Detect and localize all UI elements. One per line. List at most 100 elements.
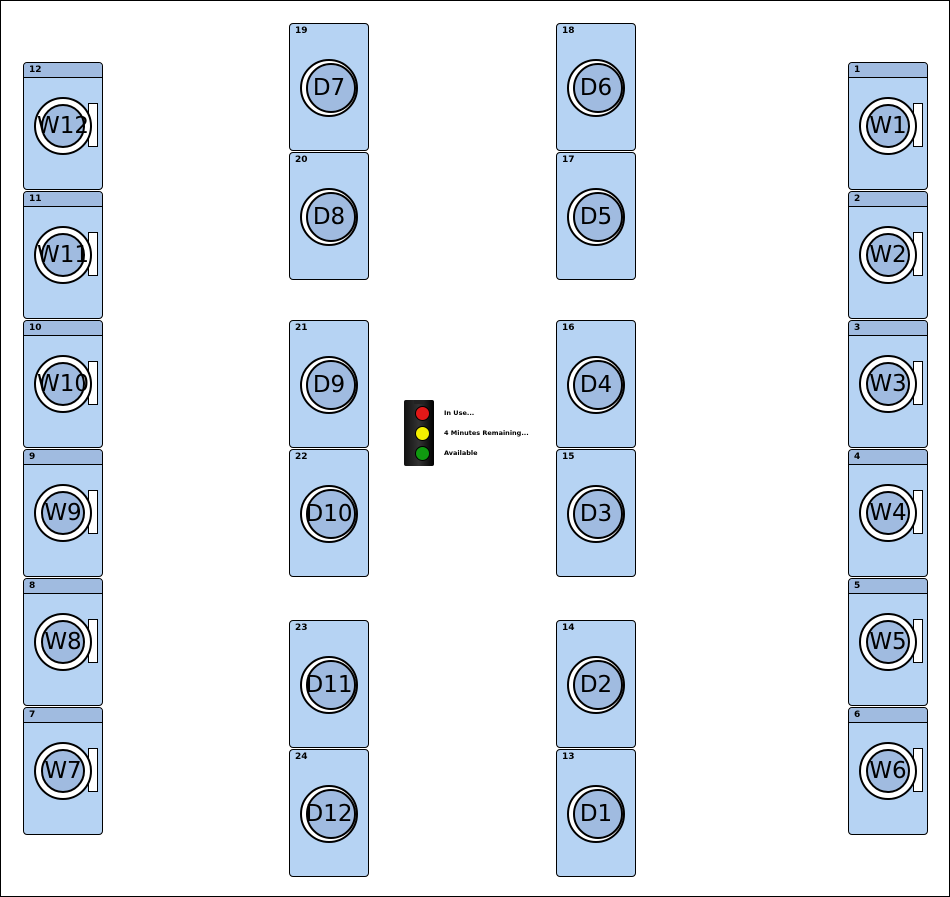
machine-number: 5 xyxy=(854,581,861,591)
washer-4[interactable]: 4 W4 xyxy=(848,449,928,577)
washer-8[interactable]: 8 W8 xyxy=(23,578,103,706)
dryer-12[interactable]: 24 D12 xyxy=(289,749,369,877)
machine-number: 6 xyxy=(854,710,861,720)
washer-3[interactable]: 3 W3 xyxy=(848,320,928,448)
washer-door-icon: W9 xyxy=(34,484,92,542)
machine-label: D1 xyxy=(579,801,613,827)
machine-number: 2 xyxy=(854,194,861,204)
machine-number: 3 xyxy=(854,323,861,333)
machine-label: D3 xyxy=(579,501,613,527)
washer-door-icon: W10 xyxy=(34,355,92,413)
dryer-5[interactable]: 17 D5 xyxy=(556,152,636,280)
machine-label: W11 xyxy=(36,242,89,268)
machine-number: 9 xyxy=(29,452,36,462)
machine-number: 11 xyxy=(29,194,42,204)
washer-11[interactable]: 11 W11 xyxy=(23,191,103,319)
washer-door-icon: W1 xyxy=(859,97,917,155)
washer-top-panel xyxy=(24,192,102,207)
machine-label: D11 xyxy=(305,672,353,698)
dryer-door-icon: D6 xyxy=(567,59,625,117)
machine-label: W6 xyxy=(869,758,907,784)
machine-label: D6 xyxy=(579,75,613,101)
machine-label: D10 xyxy=(305,501,353,527)
dryer-7[interactable]: 19 D7 xyxy=(289,23,369,151)
legend-in-use: In Use... xyxy=(444,409,475,417)
dryer-door-icon: D12 xyxy=(300,785,358,843)
machine-label: W8 xyxy=(44,629,82,655)
dryer-6[interactable]: 18 D6 xyxy=(556,23,636,151)
machine-label: W7 xyxy=(44,758,82,784)
dryer-4[interactable]: 16 D4 xyxy=(556,320,636,448)
machine-label: W5 xyxy=(869,629,907,655)
machine-label: W9 xyxy=(44,500,82,526)
machine-label: W10 xyxy=(36,371,89,397)
machine-label: D12 xyxy=(305,801,353,827)
dryer-8[interactable]: 20 D8 xyxy=(289,152,369,280)
dryer-door-icon: D10 xyxy=(300,485,358,543)
machine-number: 8 xyxy=(29,581,36,591)
washer-door-icon: W3 xyxy=(859,355,917,413)
dryer-door-icon: D9 xyxy=(300,356,358,414)
dryer-3[interactable]: 15 D3 xyxy=(556,449,636,577)
dryer-door-icon: D3 xyxy=(567,485,625,543)
washer-top-panel xyxy=(849,450,927,465)
traffic-light-icon xyxy=(404,400,434,466)
machine-number: 10 xyxy=(29,323,42,333)
washer-top-panel xyxy=(24,63,102,78)
washer-top-panel xyxy=(24,708,102,723)
washer-door-icon: W6 xyxy=(859,742,917,800)
washer-2[interactable]: 2 W2 xyxy=(848,191,928,319)
dryer-door-icon: D5 xyxy=(567,188,625,246)
washer-top-panel xyxy=(849,579,927,594)
machine-number: 14 xyxy=(562,623,575,633)
dryer-door-icon: D11 xyxy=(300,656,358,714)
washer-12[interactable]: 12 W12 xyxy=(23,62,103,190)
red-light-icon xyxy=(415,406,430,421)
dryer-door-icon: D1 xyxy=(567,785,625,843)
machine-number: 18 xyxy=(562,26,575,36)
washer-5[interactable]: 5 W5 xyxy=(848,578,928,706)
machine-label: D9 xyxy=(312,372,346,398)
dryer-2[interactable]: 14 D2 xyxy=(556,620,636,748)
washer-top-panel xyxy=(24,450,102,465)
washer-top-panel xyxy=(849,321,927,336)
machine-label: D8 xyxy=(312,204,346,230)
machine-number: 23 xyxy=(295,623,308,633)
dryer-11[interactable]: 23 D11 xyxy=(289,620,369,748)
machine-label: W2 xyxy=(869,242,907,268)
washer-10[interactable]: 10 W10 xyxy=(23,320,103,448)
legend-available: Available xyxy=(444,449,478,457)
dryer-door-icon: D4 xyxy=(567,356,625,414)
washer-9[interactable]: 9 W9 xyxy=(23,449,103,577)
washer-door-icon: W11 xyxy=(34,226,92,284)
dryer-door-icon: D7 xyxy=(300,59,358,117)
machine-label: W4 xyxy=(869,500,907,526)
washer-6[interactable]: 6 W6 xyxy=(848,707,928,835)
washer-7[interactable]: 7 W7 xyxy=(23,707,103,835)
washer-door-icon: W8 xyxy=(34,613,92,671)
machine-label: W12 xyxy=(36,113,89,139)
machine-number: 21 xyxy=(295,323,308,333)
machine-label: D7 xyxy=(312,75,346,101)
machine-number: 17 xyxy=(562,155,575,165)
dryer-10[interactable]: 22 D10 xyxy=(289,449,369,577)
machine-number: 7 xyxy=(29,710,36,720)
machine-number: 4 xyxy=(854,452,861,462)
status-legend: In Use... 4 Minutes Remaining... Availab… xyxy=(404,398,544,470)
machine-number: 24 xyxy=(295,752,308,762)
washer-top-panel xyxy=(849,63,927,78)
washer-door-icon: W4 xyxy=(859,484,917,542)
washer-top-panel xyxy=(24,579,102,594)
yellow-light-icon xyxy=(415,426,430,441)
machine-number: 1 xyxy=(854,65,861,75)
legend-minutes-remaining: 4 Minutes Remaining... xyxy=(444,429,529,437)
washer-door-icon: W12 xyxy=(34,97,92,155)
machine-number: 12 xyxy=(29,65,42,75)
machine-number: 15 xyxy=(562,452,575,462)
machine-label: D5 xyxy=(579,204,613,230)
dryer-1[interactable]: 13 D1 xyxy=(556,749,636,877)
washer-1[interactable]: 1 W1 xyxy=(848,62,928,190)
machine-label: W3 xyxy=(869,371,907,397)
dryer-9[interactable]: 21 D9 xyxy=(289,320,369,448)
